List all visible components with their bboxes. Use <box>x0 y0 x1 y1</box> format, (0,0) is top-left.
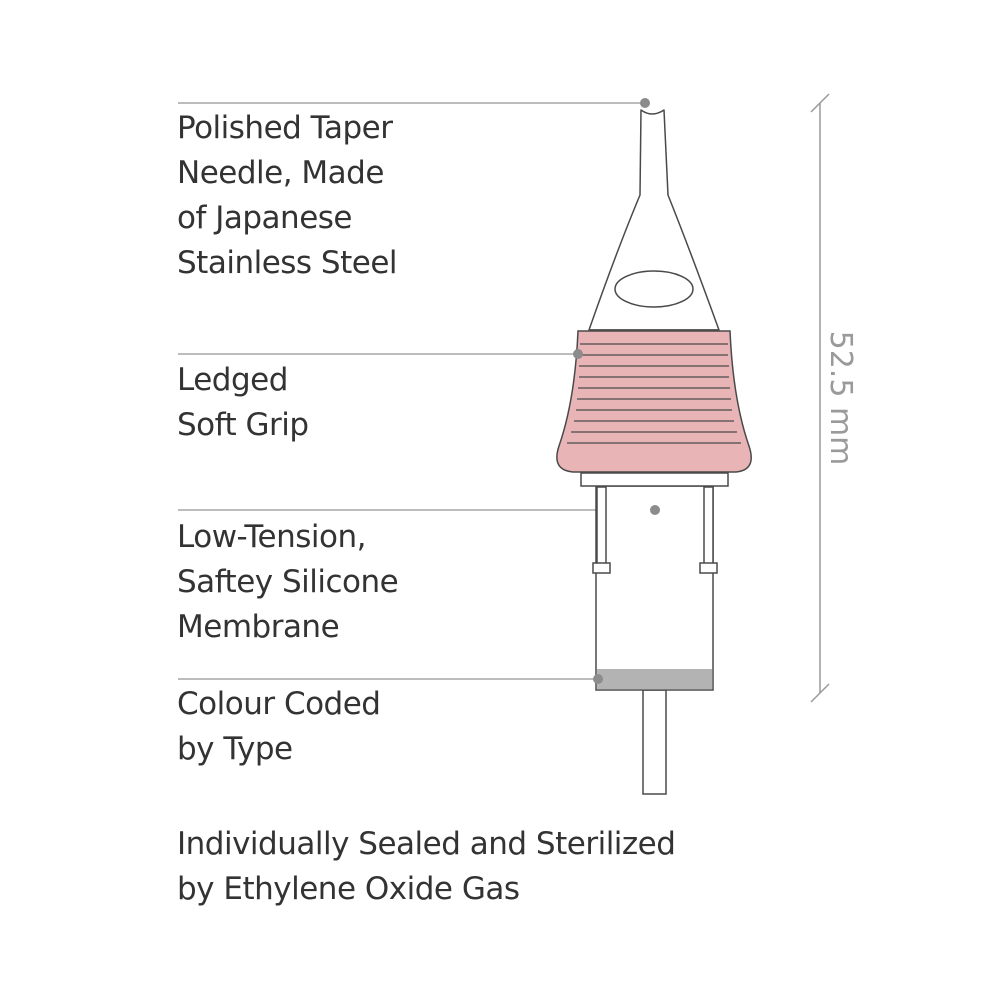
grip-collar <box>580 472 729 487</box>
colour-label-line: by Type <box>177 731 293 767</box>
needle-label-line: Needle, Made <box>177 155 384 191</box>
sterilization-note-line: Individually Sealed and Sterilized <box>177 826 676 862</box>
needle-window <box>614 270 694 308</box>
dimension-tick-bottom <box>810 683 830 703</box>
membrane-label-line: Membrane <box>177 609 340 645</box>
grip-ridges <box>567 343 741 444</box>
dimension-tick-top <box>810 93 830 113</box>
drive-rod <box>642 689 667 795</box>
needle-label-line: of Japanese <box>177 200 353 236</box>
needle-label-line: Polished Taper <box>177 110 393 146</box>
needle-marker-dot <box>640 98 650 108</box>
grip-label-line: Ledged <box>177 362 288 398</box>
soft-grip <box>556 330 752 473</box>
membrane-label-line: Saftey Silicone <box>177 564 399 600</box>
membrane-label: Low-Tension, Saftey Silicone Membrane <box>177 515 399 650</box>
callout-dots <box>573 98 660 684</box>
sterilization-note: Individually Sealed and Sterilized by Et… <box>177 822 676 912</box>
colour-label-line: Colour Coded <box>177 686 381 722</box>
left-prong <box>596 486 607 565</box>
needle-cone <box>588 109 720 331</box>
needle-label: Polished Taper Needle, Made of Japanese … <box>177 106 398 286</box>
needle-label-line: Stainless Steel <box>177 245 398 281</box>
right-prong-tip <box>699 562 718 574</box>
grip-marker-dot <box>573 349 583 359</box>
colour-band <box>597 669 712 689</box>
length-dimension <box>810 93 830 703</box>
grip-label: Ledged Soft Grip <box>177 358 309 448</box>
right-prong <box>703 486 714 565</box>
callout-lines <box>178 102 655 680</box>
colour-marker-dot <box>593 674 603 684</box>
dimension-label: 52.5 mm <box>823 331 858 466</box>
membrane-marker-dot <box>650 505 660 515</box>
colour-label: Colour Coded by Type <box>177 682 381 772</box>
left-prong-tip <box>592 562 611 574</box>
grip-label-line: Soft Grip <box>177 407 309 443</box>
sterilization-note-line: by Ethylene Oxide Gas <box>177 871 520 907</box>
membrane-prongs <box>592 486 718 574</box>
cartridge-barrel <box>595 485 714 691</box>
membrane-label-line: Low-Tension, <box>177 519 367 555</box>
